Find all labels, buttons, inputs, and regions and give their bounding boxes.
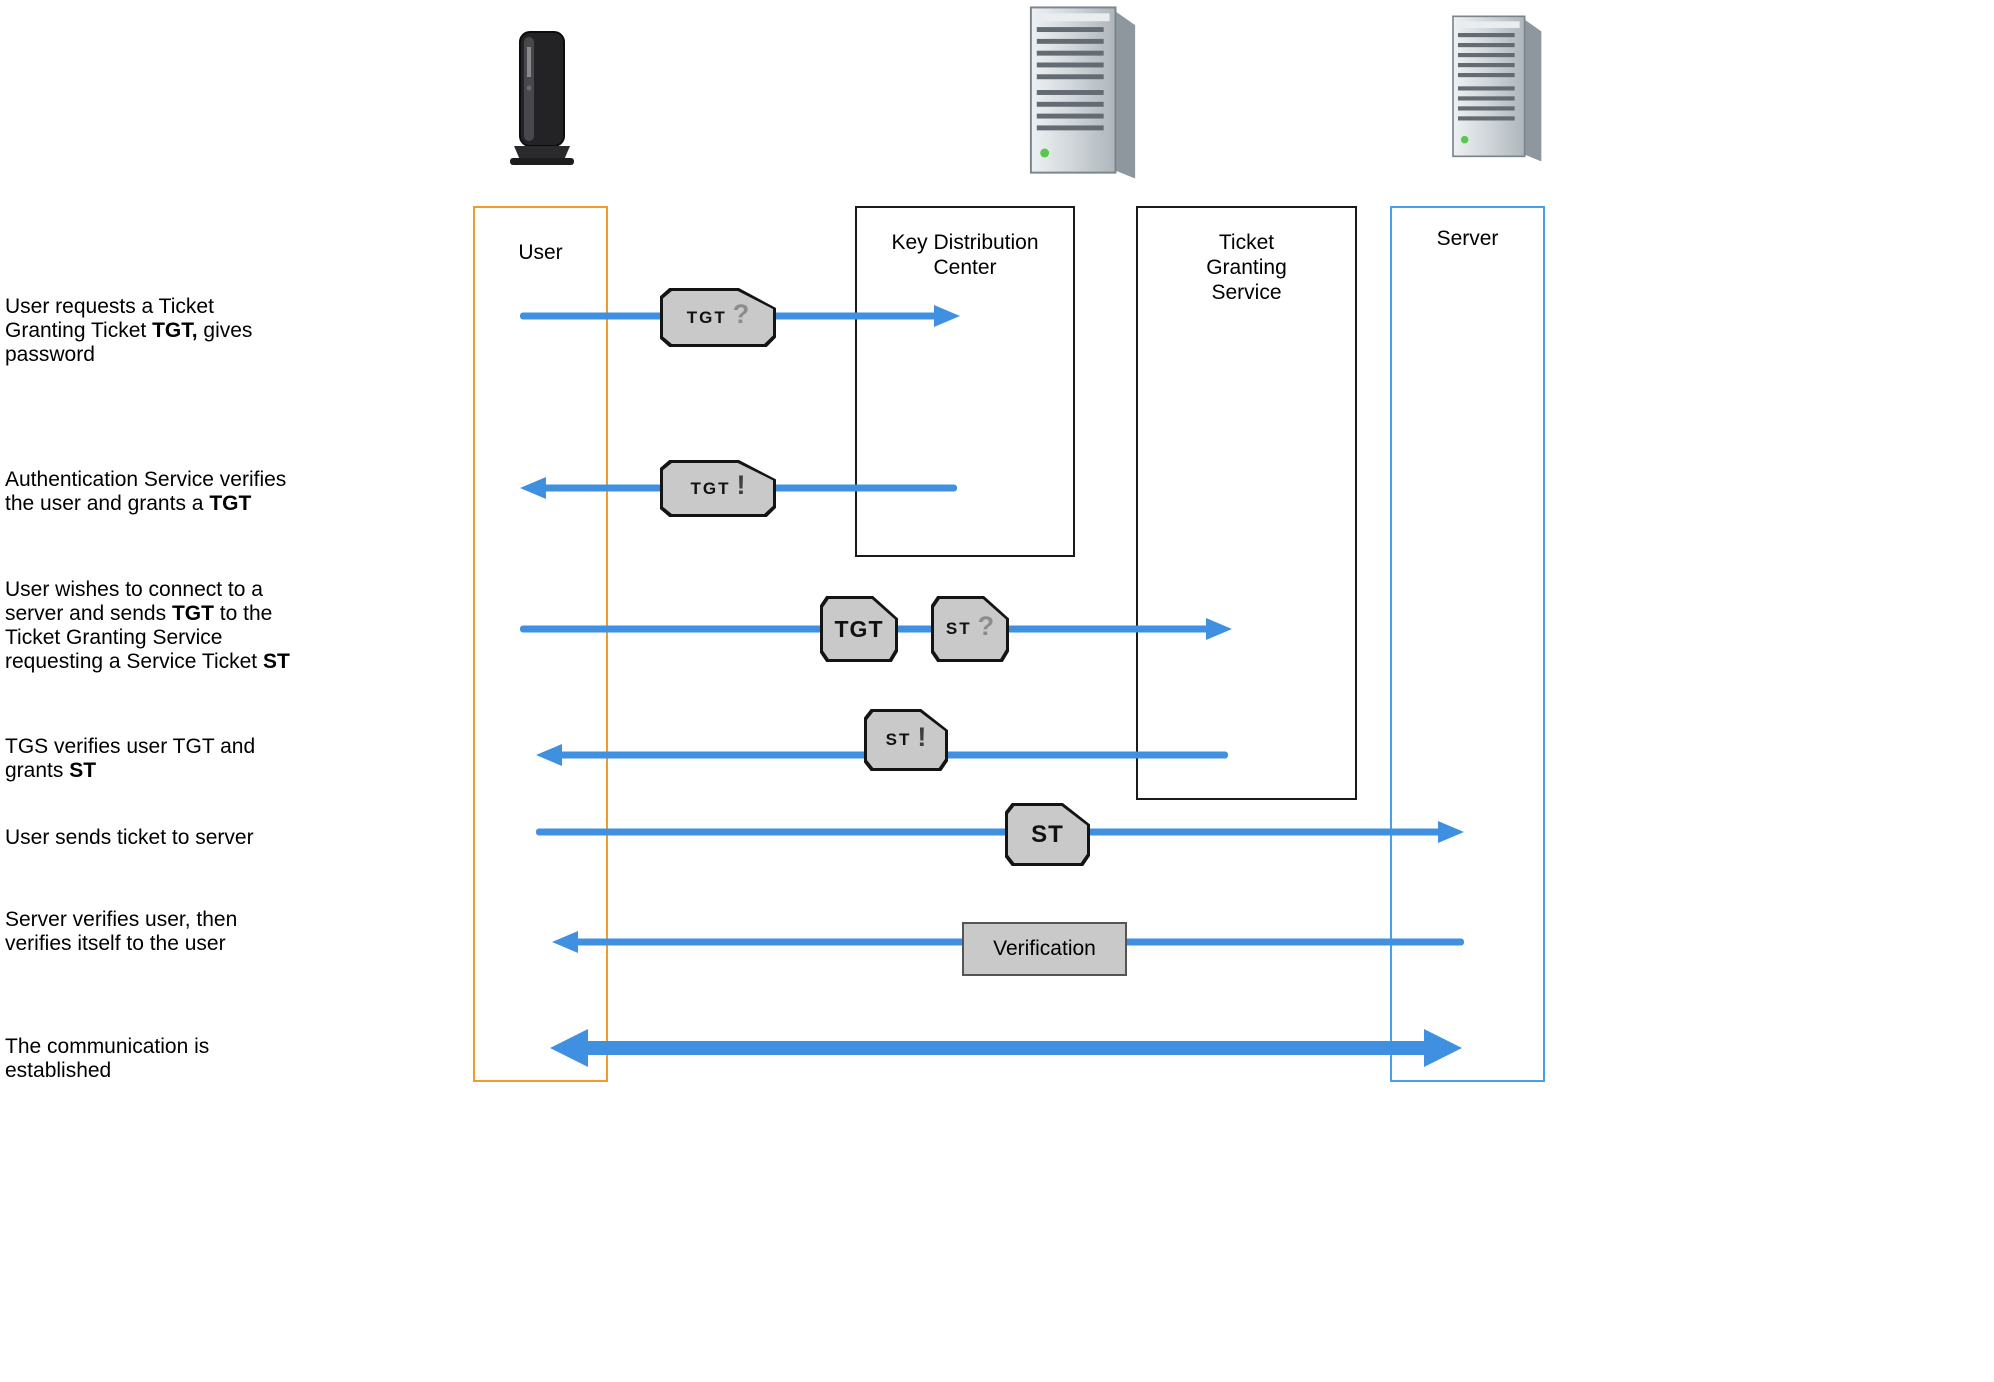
lane-tgs-label: Ticket Granting Service — [1206, 231, 1287, 305]
exclamation-mark-icon: ! — [917, 721, 927, 752]
arrow-head-icon — [1438, 821, 1464, 843]
app-server-tower-icon — [1448, 2, 1548, 174]
verification-box: Verification — [962, 922, 1127, 976]
arrow-shaft — [582, 1041, 1430, 1055]
ticket-shape-icon — [820, 596, 898, 662]
lane-kdc: Key Distribution Center — [855, 206, 1075, 557]
arrow-head-icon — [552, 931, 578, 953]
step-5-text: User sends ticket to server — [5, 826, 254, 849]
lane-user-label: User — [518, 241, 563, 264]
ticket-tgt-grant: TGT ! — [660, 460, 776, 517]
client-computer-icon — [500, 30, 590, 175]
arrow-head-icon — [520, 477, 546, 499]
lane-kdc-label: Key Distribution Center — [891, 231, 1039, 280]
ticket-tgt-request: TGT ? — [660, 288, 776, 347]
ticket-shape-icon — [1005, 803, 1090, 866]
lane-server: Server — [1390, 206, 1545, 1082]
arrow-shaft — [536, 828, 1442, 836]
ticket-label: ST — [945, 619, 972, 638]
question-mark-icon: ? — [977, 610, 995, 641]
step-2-text: Authentication Service verifies the user… — [5, 468, 287, 515]
ticket-label: TGT — [686, 307, 727, 327]
ticket-label: TGT — [834, 615, 884, 642]
verification-label: Verification — [993, 937, 1096, 960]
step-7-text: The communication is established — [5, 1035, 210, 1082]
question-mark-icon: ? — [732, 299, 750, 329]
arrow-head-icon — [536, 744, 562, 766]
lane-server-label: Server — [1436, 227, 1499, 250]
ticket-shape-icon — [660, 288, 776, 347]
step-3-text: User wishes to connect to a server and s… — [5, 578, 290, 673]
ticket-shape-icon — [660, 460, 776, 517]
arrow-head-right-icon — [1424, 1029, 1462, 1067]
arrow-head-left-icon — [550, 1029, 588, 1067]
ticket-shape-icon — [931, 596, 1009, 662]
step-4-text: TGS verifies user TGT and grants ST — [5, 735, 256, 782]
lane-user: User — [473, 206, 608, 1082]
step-1-text: User requests a Ticket Granting Ticket T… — [5, 295, 253, 366]
kdc-server-tower-icon — [1025, 2, 1143, 182]
arrow-communication-established — [550, 1029, 1462, 1067]
arrow-head-icon — [934, 305, 960, 327]
exclamation-mark-icon: ! — [736, 470, 746, 500]
ticket-st: ST — [1005, 803, 1090, 866]
ticket-tgt: TGT — [820, 596, 898, 662]
step-6-text: Server verifies user, then verifies itse… — [5, 908, 238, 955]
arrow-head-icon — [1206, 618, 1232, 640]
lane-tgs: Ticket Granting Service — [1136, 206, 1357, 800]
ticket-label: ST — [1031, 820, 1064, 848]
ticket-st-grant: ST ! — [864, 709, 948, 771]
arrow-ticket-to-server — [536, 821, 1464, 843]
ticket-label: ST — [885, 730, 912, 749]
ticket-st-request: ST ? — [931, 596, 1009, 662]
ticket-label: TGT — [690, 478, 731, 498]
ticket-shape-icon — [864, 709, 948, 771]
